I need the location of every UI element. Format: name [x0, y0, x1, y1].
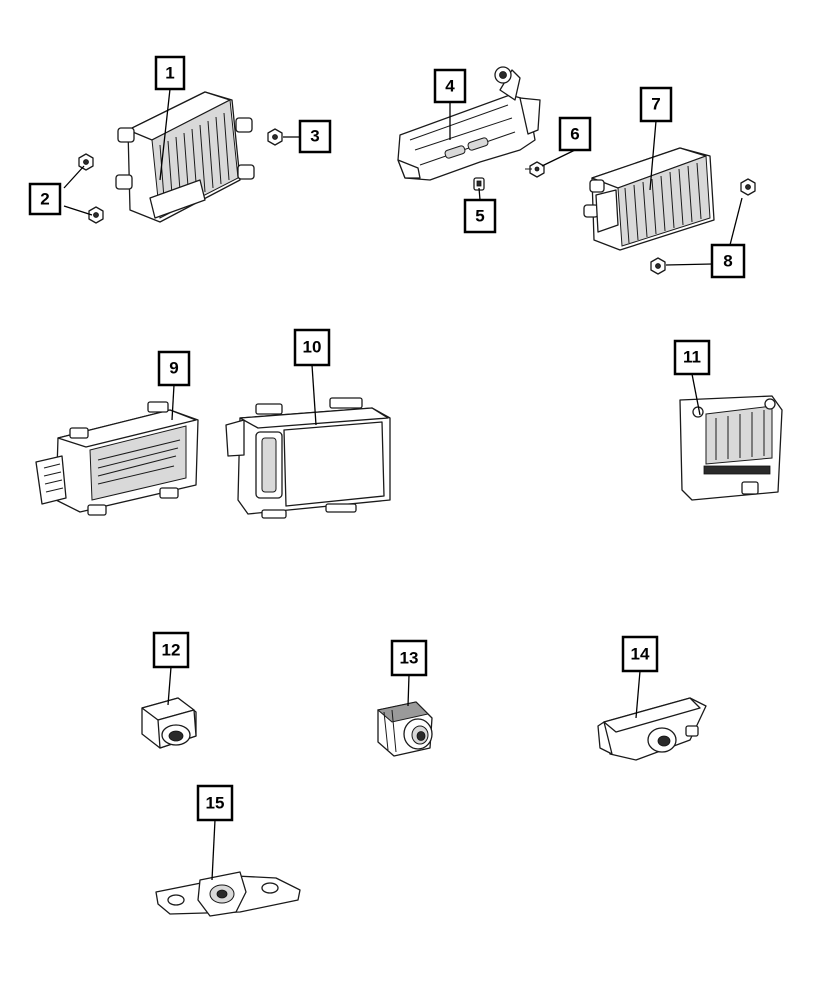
callout-3-text: 3 [310, 127, 319, 146]
part-9-module [35, 401, 199, 516]
callout-1-text: 1 [165, 64, 174, 83]
leader-8a [729, 197, 743, 246]
leader-14 [635, 670, 641, 719]
leader-7 [649, 120, 657, 191]
part-12-camera [141, 697, 197, 749]
leader-11 [691, 373, 701, 416]
leader-lines [63, 88, 743, 881]
leader-13 [407, 674, 410, 707]
leader-5 [478, 187, 481, 201]
callout-6: 6 [558, 116, 592, 152]
callout-7: 7 [639, 86, 673, 123]
part-14-camera-housing [597, 697, 707, 761]
callout-11-text: 11 [683, 348, 701, 367]
leader-2b [63, 205, 93, 216]
leader-9 [171, 384, 175, 421]
part-4-bracket [397, 66, 541, 181]
part-7-module [583, 147, 715, 251]
part-11-module [679, 395, 783, 501]
callout-5-text: 5 [475, 207, 484, 226]
part-3-nut [267, 128, 283, 146]
part-1-module [115, 91, 255, 223]
leader-2a [63, 165, 85, 189]
callout-15-text: 15 [206, 794, 225, 813]
callout-4: 4 [433, 68, 467, 104]
callout-14-text: 14 [631, 645, 650, 664]
callout-8-text: 8 [723, 252, 732, 271]
leader-15 [211, 819, 216, 881]
leader-12 [167, 666, 172, 706]
callout-8: 8 [710, 243, 746, 279]
part-10-module [225, 397, 391, 519]
callout-10: 10 [293, 328, 331, 367]
part-6-screw [525, 161, 545, 178]
callout-11: 11 [673, 339, 711, 376]
callout-3: 3 [298, 119, 332, 154]
leader-8b [665, 263, 713, 266]
leader-10 [311, 364, 317, 426]
callout-1: 1 [154, 55, 186, 91]
callout-12: 12 [152, 631, 190, 669]
callout-7-text: 7 [651, 95, 660, 114]
leader-1 [159, 88, 171, 181]
callout-10-text: 10 [303, 338, 322, 357]
callout-2-text: 2 [40, 190, 49, 209]
callout-12-text: 12 [162, 641, 181, 660]
callout-5: 5 [463, 198, 497, 234]
callout-6-text: 6 [570, 125, 579, 144]
part-15-sensor-bracket [155, 871, 301, 917]
part-13-camera [376, 701, 433, 757]
part-2-nuts [78, 153, 104, 224]
callout-15: 15 [196, 784, 234, 822]
callout-14: 14 [621, 635, 659, 673]
callout-4-text: 4 [445, 77, 455, 96]
part-8-nuts [650, 178, 756, 275]
callout-13: 13 [390, 639, 428, 677]
leader-6 [541, 149, 576, 167]
callout-9: 9 [157, 350, 191, 387]
callout-13-text: 13 [400, 649, 419, 668]
callout-9-text: 9 [169, 359, 178, 378]
callout-2: 2 [28, 182, 62, 216]
